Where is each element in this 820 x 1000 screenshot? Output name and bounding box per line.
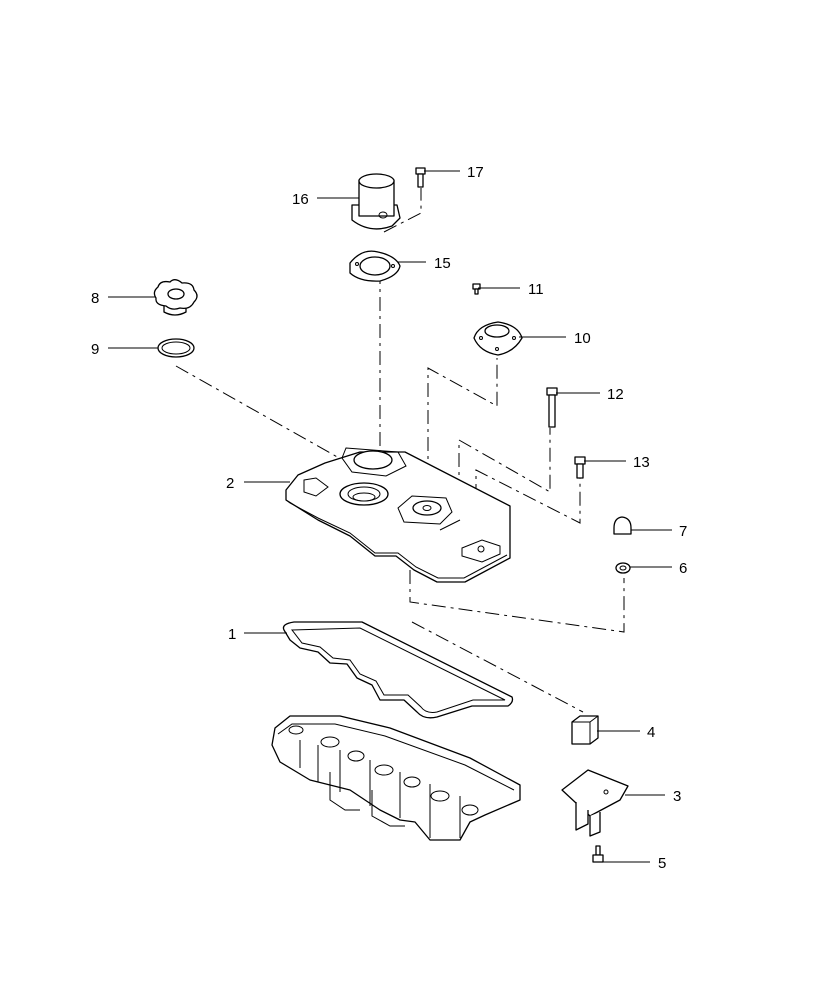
rocker-cover — [285, 447, 511, 583]
cover-short-bolt — [574, 456, 586, 479]
breather-screw — [472, 283, 481, 295]
cylinder-head — [271, 715, 521, 841]
housing-bolt — [415, 167, 426, 188]
callout-17: 17 — [467, 164, 484, 181]
rubber-block — [571, 715, 599, 745]
mounting-bracket — [561, 769, 629, 837]
cover-long-bolt — [546, 387, 558, 428]
callout-13: 13 — [633, 454, 650, 471]
bracket-bolt — [592, 845, 604, 863]
callout-9: 9 — [91, 341, 99, 358]
oil-filler-cap — [153, 279, 198, 316]
callout-16: 16 — [292, 191, 309, 208]
callout-2: 2 — [226, 475, 234, 492]
callout-15: 15 — [434, 255, 451, 272]
thermostat-housing — [351, 173, 401, 230]
callout-12: 12 — [607, 386, 624, 403]
callout-3: 3 — [673, 788, 681, 805]
callout-1: 1 — [228, 626, 236, 643]
callout-labels: 1 2 3 4 5 6 7 8 9 10 11 12 13 15 16 17 — [91, 164, 687, 872]
cap-nut — [613, 516, 632, 535]
housing-gasket — [349, 250, 401, 282]
sealing-washer — [615, 562, 631, 574]
callout-7: 7 — [679, 523, 687, 540]
callout-5: 5 — [658, 855, 666, 872]
callout-6: 6 — [679, 560, 687, 577]
oil-cap-o-ring — [157, 338, 195, 358]
assembly-axis-lines — [175, 188, 625, 713]
callout-11: 11 — [528, 281, 544, 298]
rocker-cover-gasket — [282, 621, 514, 719]
callout-8: 8 — [91, 290, 99, 307]
leader-lines — [108, 170, 672, 863]
callout-10: 10 — [574, 330, 591, 347]
breather-cover — [473, 321, 523, 356]
callout-4: 4 — [647, 724, 655, 741]
